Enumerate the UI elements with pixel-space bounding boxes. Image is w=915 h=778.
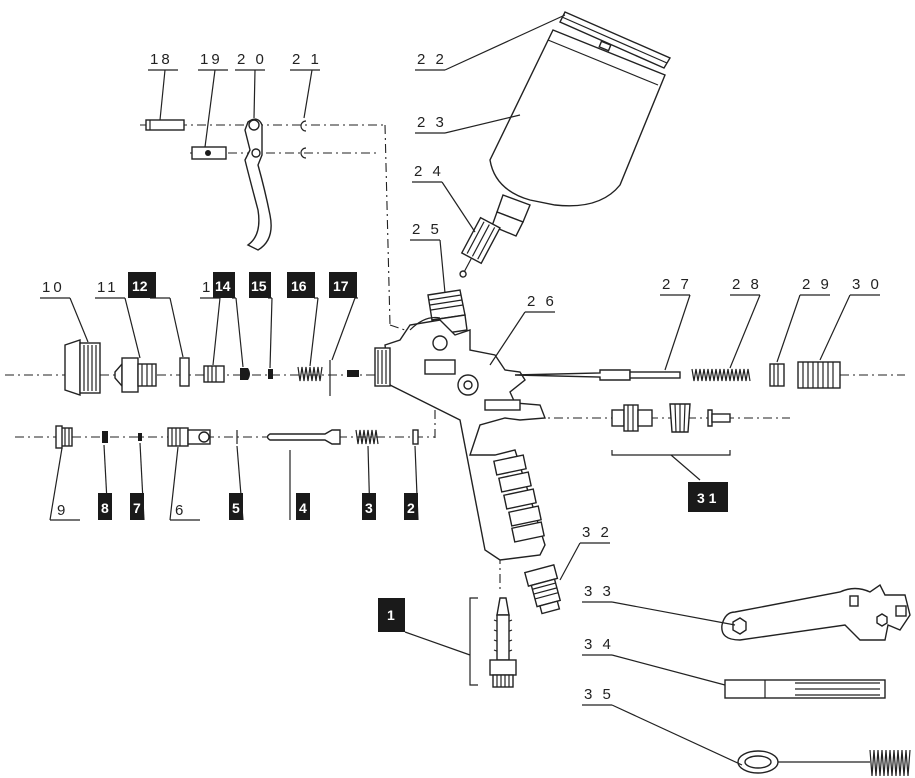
label-11: 11 [97,279,119,296]
label-14: 14 [215,278,231,294]
air-valve-cap [55,425,73,449]
trigger-pin [145,119,185,131]
fluid-needle [514,369,681,381]
label-27: 2 7 [662,276,692,293]
air-valve-body [167,427,211,447]
label-box-3 [362,493,376,520]
cup-filter [459,216,501,278]
label-7: 7 [133,500,141,516]
label-30: 3 0 [852,276,882,293]
cleaning-brush-flat [724,679,886,699]
fluid-nozzle [114,357,157,393]
label-box-16 [287,272,315,298]
cleaning-brush-round [737,749,911,777]
needle-spring [691,368,751,382]
needle-adjust-nut [769,363,785,387]
air-cap [64,339,101,396]
spring-16 [297,366,323,382]
label-19: 19 [200,51,223,68]
label-18: 18 [150,51,173,68]
label-9: 9 [57,502,68,519]
needle-packing-nut [203,365,225,383]
label-box-7 [130,493,144,520]
label-box-12 [128,272,156,298]
label-box-1 [378,598,405,632]
label-15: 15 [251,278,267,294]
label-26: 2 6 [527,293,557,310]
label-24: 2 4 [414,163,444,180]
seal-2 [412,429,419,445]
label-5: 5 [232,500,240,516]
trigger-stud [191,146,227,160]
cup-lid [559,11,672,69]
label-16: 16 [291,278,307,294]
retaining-clips [300,120,307,159]
air-valve-stem [266,429,341,445]
label-20: 2 0 [237,51,267,68]
label-10: 10 [42,279,65,296]
spanner [721,583,911,641]
baffle-ring [179,357,190,387]
needle-adjust-knob [797,361,841,389]
label-box-5 [229,493,243,520]
label-box-14 [213,272,235,298]
spreader-valve-assembly [611,403,731,481]
label-29: 2 9 [802,276,832,293]
label-1: 1 [387,607,395,623]
label-21: 2 1 [292,51,322,68]
spring-3 [355,429,379,445]
label-box-17 [329,272,357,298]
o-ring-7 [138,433,142,441]
trigger [244,118,272,251]
label-8: 8 [101,500,109,516]
label-box-4 [296,493,310,520]
label-12: 12 [132,278,148,294]
label-17: 17 [333,278,349,294]
pin-axis-drop [384,124,391,326]
air-valve-assembly [469,597,517,688]
label-box-15 [249,272,271,298]
gun-body [374,316,546,561]
label-34: 3 4 [584,636,614,653]
label-22: 2 2 [417,51,447,68]
air-inlet-fitting [523,564,562,615]
o-ring-8 [102,431,108,443]
label-33: 3 3 [584,583,614,600]
label-box-31 [688,482,728,512]
label-32: 3 2 [582,524,612,541]
label-2: 2 [407,500,415,516]
label-box-2 [404,493,418,520]
seal-17 [347,370,359,377]
label-6: 6 [175,502,186,519]
label-4: 4 [299,500,307,516]
packing-14 [240,368,250,380]
paint-cup [489,29,666,237]
label-25: 2 5 [412,221,442,238]
label-23: 2 3 [417,114,447,131]
label-box-8 [98,493,112,520]
label-35: 3 5 [584,686,614,703]
label-31: 3 1 [697,490,717,506]
packing-15 [268,369,273,379]
label-28: 2 8 [732,276,762,293]
label-3: 3 [365,500,373,516]
